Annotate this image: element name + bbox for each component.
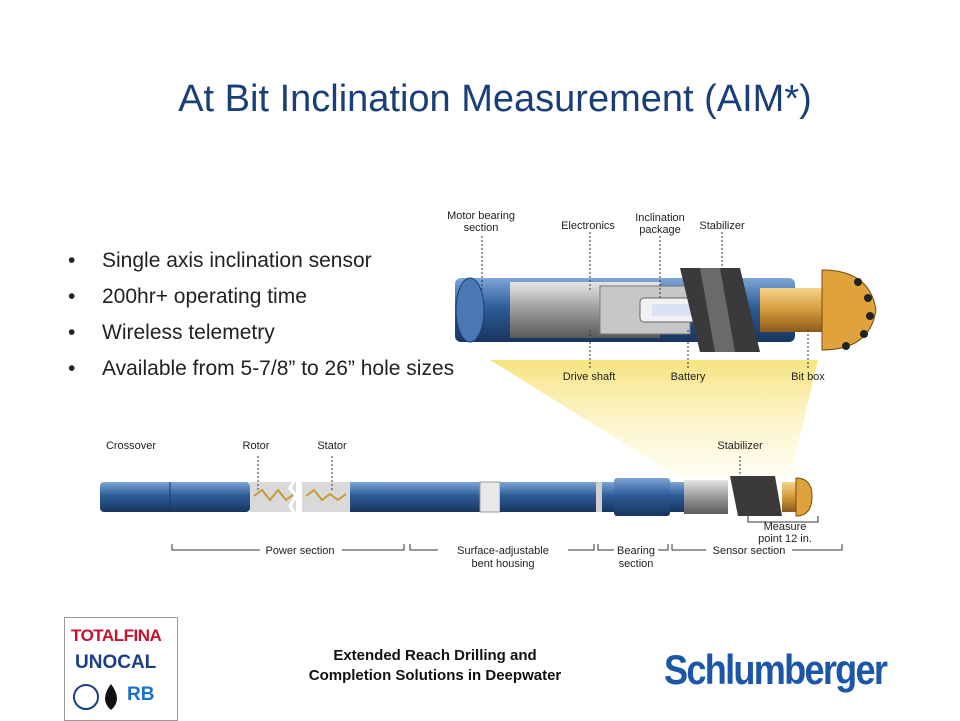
label-stabilizer-detail: Stabilizer — [699, 220, 745, 232]
bullet-item: •Wireless telemetry — [68, 321, 275, 344]
bullet-icon: • — [68, 321, 76, 344]
label-bearing-section: Bearing — [617, 545, 655, 557]
partner-logo: TOTALFINA UNOCAL RB — [64, 617, 178, 721]
label-electronics: Electronics — [561, 220, 615, 232]
label-drive-shaft: Drive shaft — [563, 371, 616, 383]
bullet-item: •Single axis inclination sensor — [68, 249, 372, 272]
footer-line-2: Completion Solutions in Deepwater — [308, 667, 562, 684]
partner-logo-line1: TOTALFINA — [71, 626, 162, 645]
slide-title: At Bit Inclination Measurement (AIM*) — [178, 78, 812, 120]
label-surface-adjustable: Surface-adjustable — [457, 545, 549, 557]
highlight-cone — [490, 360, 818, 478]
label-motor-bearing-2: section — [464, 222, 499, 234]
partner-logo-line3: RB — [127, 684, 155, 705]
label-power-section: Power section — [265, 545, 334, 557]
detail-tool — [455, 268, 877, 352]
bullet-icon: • — [68, 357, 76, 380]
bullet-item: •200hr+ operating time — [68, 285, 307, 308]
overview-tool — [100, 476, 813, 517]
label-inclination-2: package — [639, 224, 681, 236]
brand-logo: Schlumberger — [664, 646, 888, 693]
label-measure-point-2: point 12 in. — [758, 533, 812, 545]
label-bearing-section-2: section — [619, 558, 654, 570]
partner-logo-line2: UNOCAL — [75, 652, 157, 673]
label-measure-point: Measure — [764, 521, 807, 533]
label-stator: Stator — [317, 440, 347, 452]
label-battery: Battery — [671, 371, 706, 383]
label-motor-bearing: Motor bearing — [447, 210, 515, 222]
label-rotor: Rotor — [243, 440, 270, 452]
bullet-icon: • — [68, 249, 76, 272]
partner-emblem-icon — [73, 684, 117, 710]
label-stabilizer-overview: Stabilizer — [717, 440, 763, 452]
label-sensor-section: Sensor section — [713, 545, 786, 557]
label-bit-box: Bit box — [791, 371, 825, 383]
footer-text: Extended Reach Drilling and Completion S… — [270, 646, 600, 686]
label-inclination: Inclination — [635, 212, 685, 224]
label-bent-housing: bent housing — [472, 558, 535, 570]
bullet-item: •Available from 5-7/8” to 26” hole sizes — [68, 357, 455, 380]
footer-line-1: Extended Reach Drilling and — [333, 647, 537, 664]
bullet-list: •Single axis inclination sensor •200hr+ … — [68, 248, 492, 392]
bullet-icon: • — [68, 285, 76, 308]
label-crossover: Crossover — [106, 440, 156, 452]
